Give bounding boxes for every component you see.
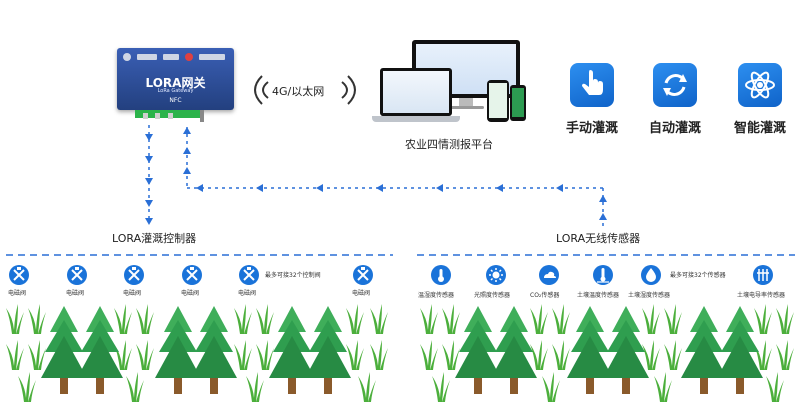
valve-label: 电磁阀 [66, 290, 85, 297]
thermometer-icon [430, 264, 452, 286]
solenoid-valve-icon [181, 264, 203, 286]
refresh-icon [663, 74, 687, 96]
gateway-subtitle: LoRa Gateway [157, 88, 194, 94]
solenoid-valve-icon [238, 264, 260, 286]
solenoid-valve-icon [66, 264, 88, 286]
manual-irrigation-tile [570, 63, 614, 107]
sensor-section-label: LORA无线传感器 [556, 232, 641, 245]
gateway-terminal-pin [143, 113, 148, 119]
gateway-top-ports [123, 52, 228, 62]
valve-label: 电磁阀 [238, 290, 257, 297]
gateway-terminal-pin [168, 113, 173, 119]
gateway-title: LORA网关 [145, 76, 206, 90]
valve-label: 电磁阀 [123, 290, 142, 297]
lora-gateway-device: LORA网关 LoRa Gateway NFC [117, 48, 234, 110]
sensor-label: 温湿度传感器 [418, 292, 455, 299]
wireless-waves-right-icon [341, 75, 356, 105]
sensor-label: 土壤温度传感器 [577, 292, 620, 299]
valve-label: 电磁阀 [352, 290, 371, 297]
controller-section-label: LORA灌溉控制器 [112, 232, 197, 245]
auto-irrigation-tile [653, 63, 697, 107]
valve-label: 电磁阀 [8, 290, 27, 297]
tablet [487, 80, 509, 122]
gateway-antenna [200, 110, 204, 122]
platform-label: 农业四情测报平台 [405, 138, 493, 151]
mode-label-auto: 自动灌溉 [648, 121, 701, 136]
mode-label-manual: 手动灌溉 [565, 121, 618, 136]
smart-irrigation-tile [738, 63, 782, 107]
sensor-label: CO₂传感器 [530, 292, 560, 299]
sensor-capacity-hint: 最多可接32个传感器 [670, 272, 726, 279]
sun-icon [485, 264, 507, 286]
conductivity-icon [752, 264, 774, 286]
sensor-label: 土壤湿度传感器 [628, 292, 671, 299]
sensor-label: 土壤电导率传感器 [737, 292, 786, 299]
gateway-terminal-pin [155, 113, 160, 119]
cloud-icon [538, 264, 560, 286]
gateway-terminal-block [135, 110, 200, 118]
atom-icon [745, 71, 775, 99]
wireless-waves-left-icon [254, 75, 269, 105]
phone [510, 85, 526, 121]
valve-label: 电磁阀 [181, 290, 200, 297]
sensor-label: 光照度传感器 [474, 292, 511, 299]
laptop [372, 68, 460, 126]
field-illustration [6, 304, 794, 402]
solenoid-valve-icon [8, 264, 30, 286]
controller-capacity-hint: 最多可接32个控制阀 [265, 272, 321, 279]
soil-thermometer-icon [592, 264, 614, 286]
solenoid-valve-icon [123, 264, 145, 286]
gateway-nfc-label: NFC [169, 97, 182, 104]
solenoid-valve-icon [352, 264, 374, 286]
droplet-icon [640, 264, 662, 286]
hand-pointer-icon [582, 70, 603, 95]
mode-label-smart: 智能灌溉 [733, 121, 786, 136]
network-link-label: 4G/以太网 [272, 85, 325, 98]
